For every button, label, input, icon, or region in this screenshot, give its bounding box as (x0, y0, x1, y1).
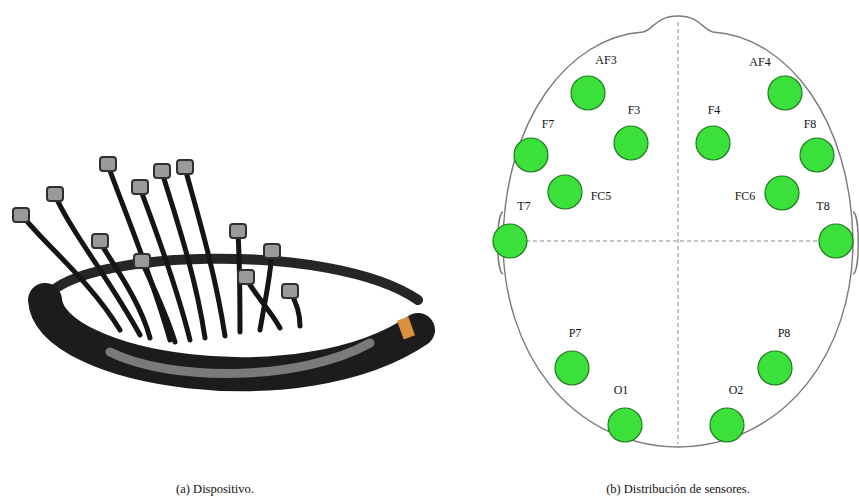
sensor-circle (765, 176, 799, 210)
sensor-label: FC6 (735, 189, 756, 203)
sensor-circle (800, 138, 834, 172)
sensor-node: AF4 (767, 75, 803, 111)
sensor-shape (570, 75, 606, 111)
sensor-label: O2 (729, 383, 744, 397)
sensor-label: F7 (542, 117, 555, 131)
band-back (45, 259, 418, 300)
brand-tag (397, 317, 415, 340)
sensor-node: P7 (554, 350, 590, 386)
figure-caption: (a) Dispositivo. (176, 482, 254, 497)
sensor-shape (764, 175, 800, 211)
sensor-label: T7 (517, 199, 530, 213)
sensor-circle (571, 76, 605, 110)
sensor-node: O2 (709, 407, 745, 443)
sensor-label: O1 (614, 383, 629, 397)
sensor-circle (608, 408, 642, 442)
sensor-node: O1 (607, 407, 643, 443)
sensor-label: F4 (708, 103, 721, 117)
headset-illustration (13, 157, 418, 374)
figure-caption: (b) Distribución de sensores. (606, 482, 750, 497)
sensor-node: F8 (799, 137, 835, 173)
sensor-shape (547, 174, 583, 210)
band-slot (110, 343, 370, 373)
sensor-label: P7 (569, 326, 582, 340)
sensor-circle (819, 224, 853, 258)
sensor-shape (607, 407, 643, 443)
sensor-node: F3 (613, 125, 649, 161)
sensor-circle (548, 175, 582, 209)
band-front (45, 300, 418, 374)
right-ear (853, 212, 858, 274)
sensor-label: T8 (816, 199, 829, 213)
sensor-label: AF3 (595, 53, 616, 67)
sensor-shape (554, 350, 590, 386)
sensor-shape (757, 350, 793, 386)
sensor-shape (513, 137, 549, 173)
sensor-circle (555, 351, 589, 385)
sensor-label: P8 (778, 326, 791, 340)
sensor-circle (758, 351, 792, 385)
sensor-shape (695, 125, 731, 161)
sensor-label: FC5 (591, 189, 612, 203)
sensor-circle (614, 126, 648, 160)
sensor-node: AF3 (570, 75, 606, 111)
sensor-shape (767, 75, 803, 111)
sensor-label: F8 (804, 117, 817, 131)
sensor-circle (514, 138, 548, 172)
head-outline (498, 16, 859, 447)
sensor-circle (696, 126, 730, 160)
sensor-node: FC5 (547, 174, 583, 210)
sensor-node: P8 (757, 350, 793, 386)
sensor-node: T8 (818, 223, 854, 259)
midlines (505, 22, 851, 444)
sensor-pads (13, 157, 298, 298)
sensor-node: F7 (513, 137, 549, 173)
sensor-shape (818, 223, 854, 259)
sensor-node: FC6 (764, 175, 800, 211)
sensor-node: T7 (492, 223, 528, 259)
sensor-circle (768, 76, 802, 110)
sensor-node: F4 (695, 125, 731, 161)
sensor-label: AF4 (749, 55, 770, 69)
sensor-shape (709, 407, 745, 443)
sensor-shape (799, 137, 835, 173)
sensor-shape (492, 223, 528, 259)
sensor-circle (493, 224, 527, 258)
sensor-circle (710, 408, 744, 442)
sensor-shape (613, 125, 649, 161)
sensor-label: F3 (628, 103, 641, 117)
